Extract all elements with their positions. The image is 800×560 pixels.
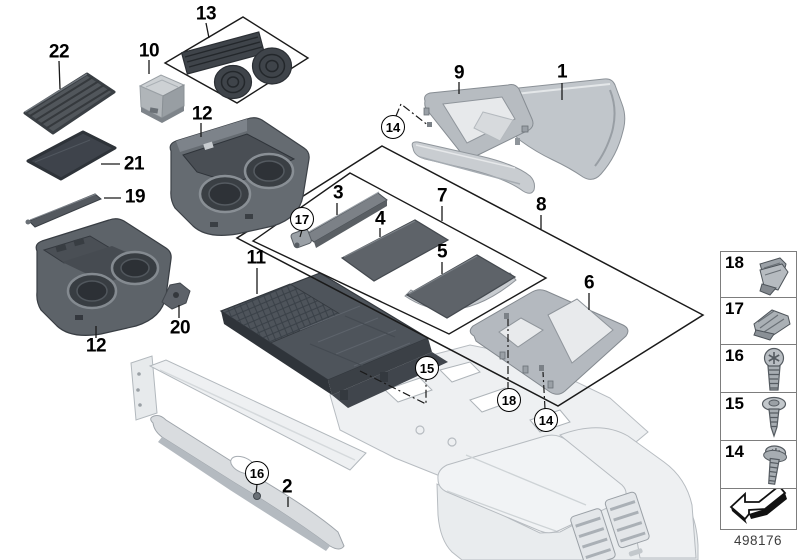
callout-circled-14-bottom[interactable]: 14 [534,408,558,432]
spring-clip-icon [759,257,789,296]
legend-row-18[interactable]: 18 [721,252,796,298]
callout-20[interactable]: 20 [169,317,191,339]
pan-head-screw-icon [763,347,785,391]
part-cupholder-insert-upper [169,117,310,236]
callout-13[interactable]: 13 [195,3,217,25]
callout-10[interactable]: 10 [138,40,160,62]
callout-22[interactable]: 22 [48,41,70,63]
legend-row-17[interactable]: 17 [721,298,796,345]
callout-12-upper[interactable]: 12 [191,103,213,125]
callout-circled-17[interactable]: 17 [290,207,314,231]
self-tapping-screw-icon [761,396,787,438]
legend-row-14[interactable]: 14 [721,441,796,489]
callout-9[interactable]: 9 [453,62,465,84]
callout-circled-14-top[interactable]: 14 [381,115,405,139]
callout-8[interactable]: 8 [535,194,547,216]
callout-5[interactable]: 5 [436,241,448,263]
callout-1[interactable]: 1 [556,61,568,83]
clip-detail [427,122,432,127]
fastener-legend-table: 18 17 16 15 [720,251,797,530]
part-guide-rail [25,193,102,228]
legend-label: 17 [725,299,744,318]
callout-19[interactable]: 19 [124,186,146,208]
mat-set-boundary-box [163,16,310,104]
part-storage-box-insert [138,74,186,123]
leader-lines [58,22,590,507]
callout-4[interactable]: 4 [374,208,386,230]
callout-6[interactable]: 6 [583,272,595,294]
part-rubber-mat-small [340,219,450,282]
part-ribbed-mat [23,72,116,135]
direction-of-travel-arrow-icon [729,489,787,524]
legend-label: 14 [725,442,744,461]
part-rubber-mat-large [404,254,517,319]
flange-screw-icon [763,445,788,485]
callout-circled-16[interactable]: 16 [245,461,269,485]
callout-2[interactable]: 2 [281,476,293,498]
part-round-mat-large [251,47,293,85]
callout-3[interactable]: 3 [332,182,344,204]
part-rear-trim-frame [469,289,629,395]
legend-row-15[interactable]: 15 [721,393,796,441]
part-decor-blade-strip [411,141,535,194]
legend-label: 15 [725,394,744,413]
diagram-number: 498176 [733,533,783,548]
callout-11[interactable]: 11 [246,247,266,269]
legend-row-16[interactable]: 16 [721,345,796,393]
callout-circled-18[interactable]: 18 [497,388,521,412]
part-shifter-surround-frame [423,84,534,159]
part-mounting-bracket [161,282,191,310]
legend-label: 18 [725,253,744,272]
part-rubber-mat-strip [180,31,266,75]
part-holder-rail [290,191,388,249]
legend-label: 16 [725,346,744,365]
callout-12-lower[interactable]: 12 [85,335,107,357]
part-storage-tray-insert [219,272,448,408]
spring-clip-icon [753,309,791,341]
callout-7[interactable]: 7 [436,185,448,207]
fastener-leader-lines [255,103,546,495]
legend-row-direction-arrow[interactable] [721,489,796,529]
callout-21[interactable]: 21 [123,153,145,175]
part-cupholder-insert-lower [35,218,172,336]
part-flat-mat [26,130,117,181]
callout-circled-15[interactable]: 15 [415,356,439,380]
part-round-mat-small [213,64,253,100]
